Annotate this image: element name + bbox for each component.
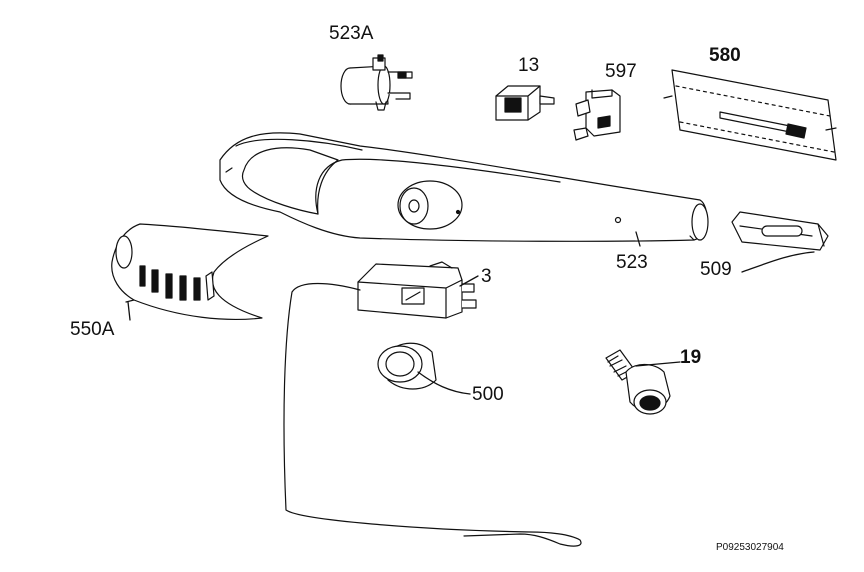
leader-3 bbox=[459, 275, 479, 287]
callout-550a: 550A bbox=[70, 319, 115, 340]
part-end-piece-509 bbox=[731, 211, 829, 251]
part-thermostat-3 bbox=[357, 261, 477, 319]
part-bulb-19 bbox=[605, 349, 671, 415]
part-lamp-guard-550a bbox=[111, 223, 269, 321]
part-lamp-housing-523 bbox=[219, 132, 709, 242]
callout-13: 13 bbox=[518, 55, 540, 76]
part-clip-597 bbox=[573, 89, 621, 141]
callout-509: 509 bbox=[700, 259, 732, 280]
callout-523a: 523A bbox=[329, 23, 374, 44]
part-knob-500 bbox=[377, 342, 437, 390]
callout-500: 500 bbox=[472, 384, 504, 405]
reference-code: P09253027904 bbox=[716, 542, 784, 553]
part-switch-13 bbox=[495, 85, 555, 121]
capillary-tube bbox=[283, 282, 582, 547]
callout-580: 580 bbox=[709, 45, 741, 66]
callout-597: 597 bbox=[605, 61, 637, 82]
leader-500 bbox=[417, 371, 471, 395]
callout-3: 3 bbox=[481, 266, 492, 287]
leader-523 bbox=[635, 231, 641, 247]
part-lamp-socket-523a bbox=[340, 54, 413, 111]
callout-19: 19 bbox=[680, 347, 702, 368]
leader-550a bbox=[127, 301, 131, 321]
part-lamp-cover-580 bbox=[663, 69, 837, 161]
leader-19 bbox=[635, 361, 681, 367]
leader-lines bbox=[127, 231, 815, 395]
callout-523: 523 bbox=[616, 252, 648, 273]
leader-509 bbox=[741, 251, 815, 273]
